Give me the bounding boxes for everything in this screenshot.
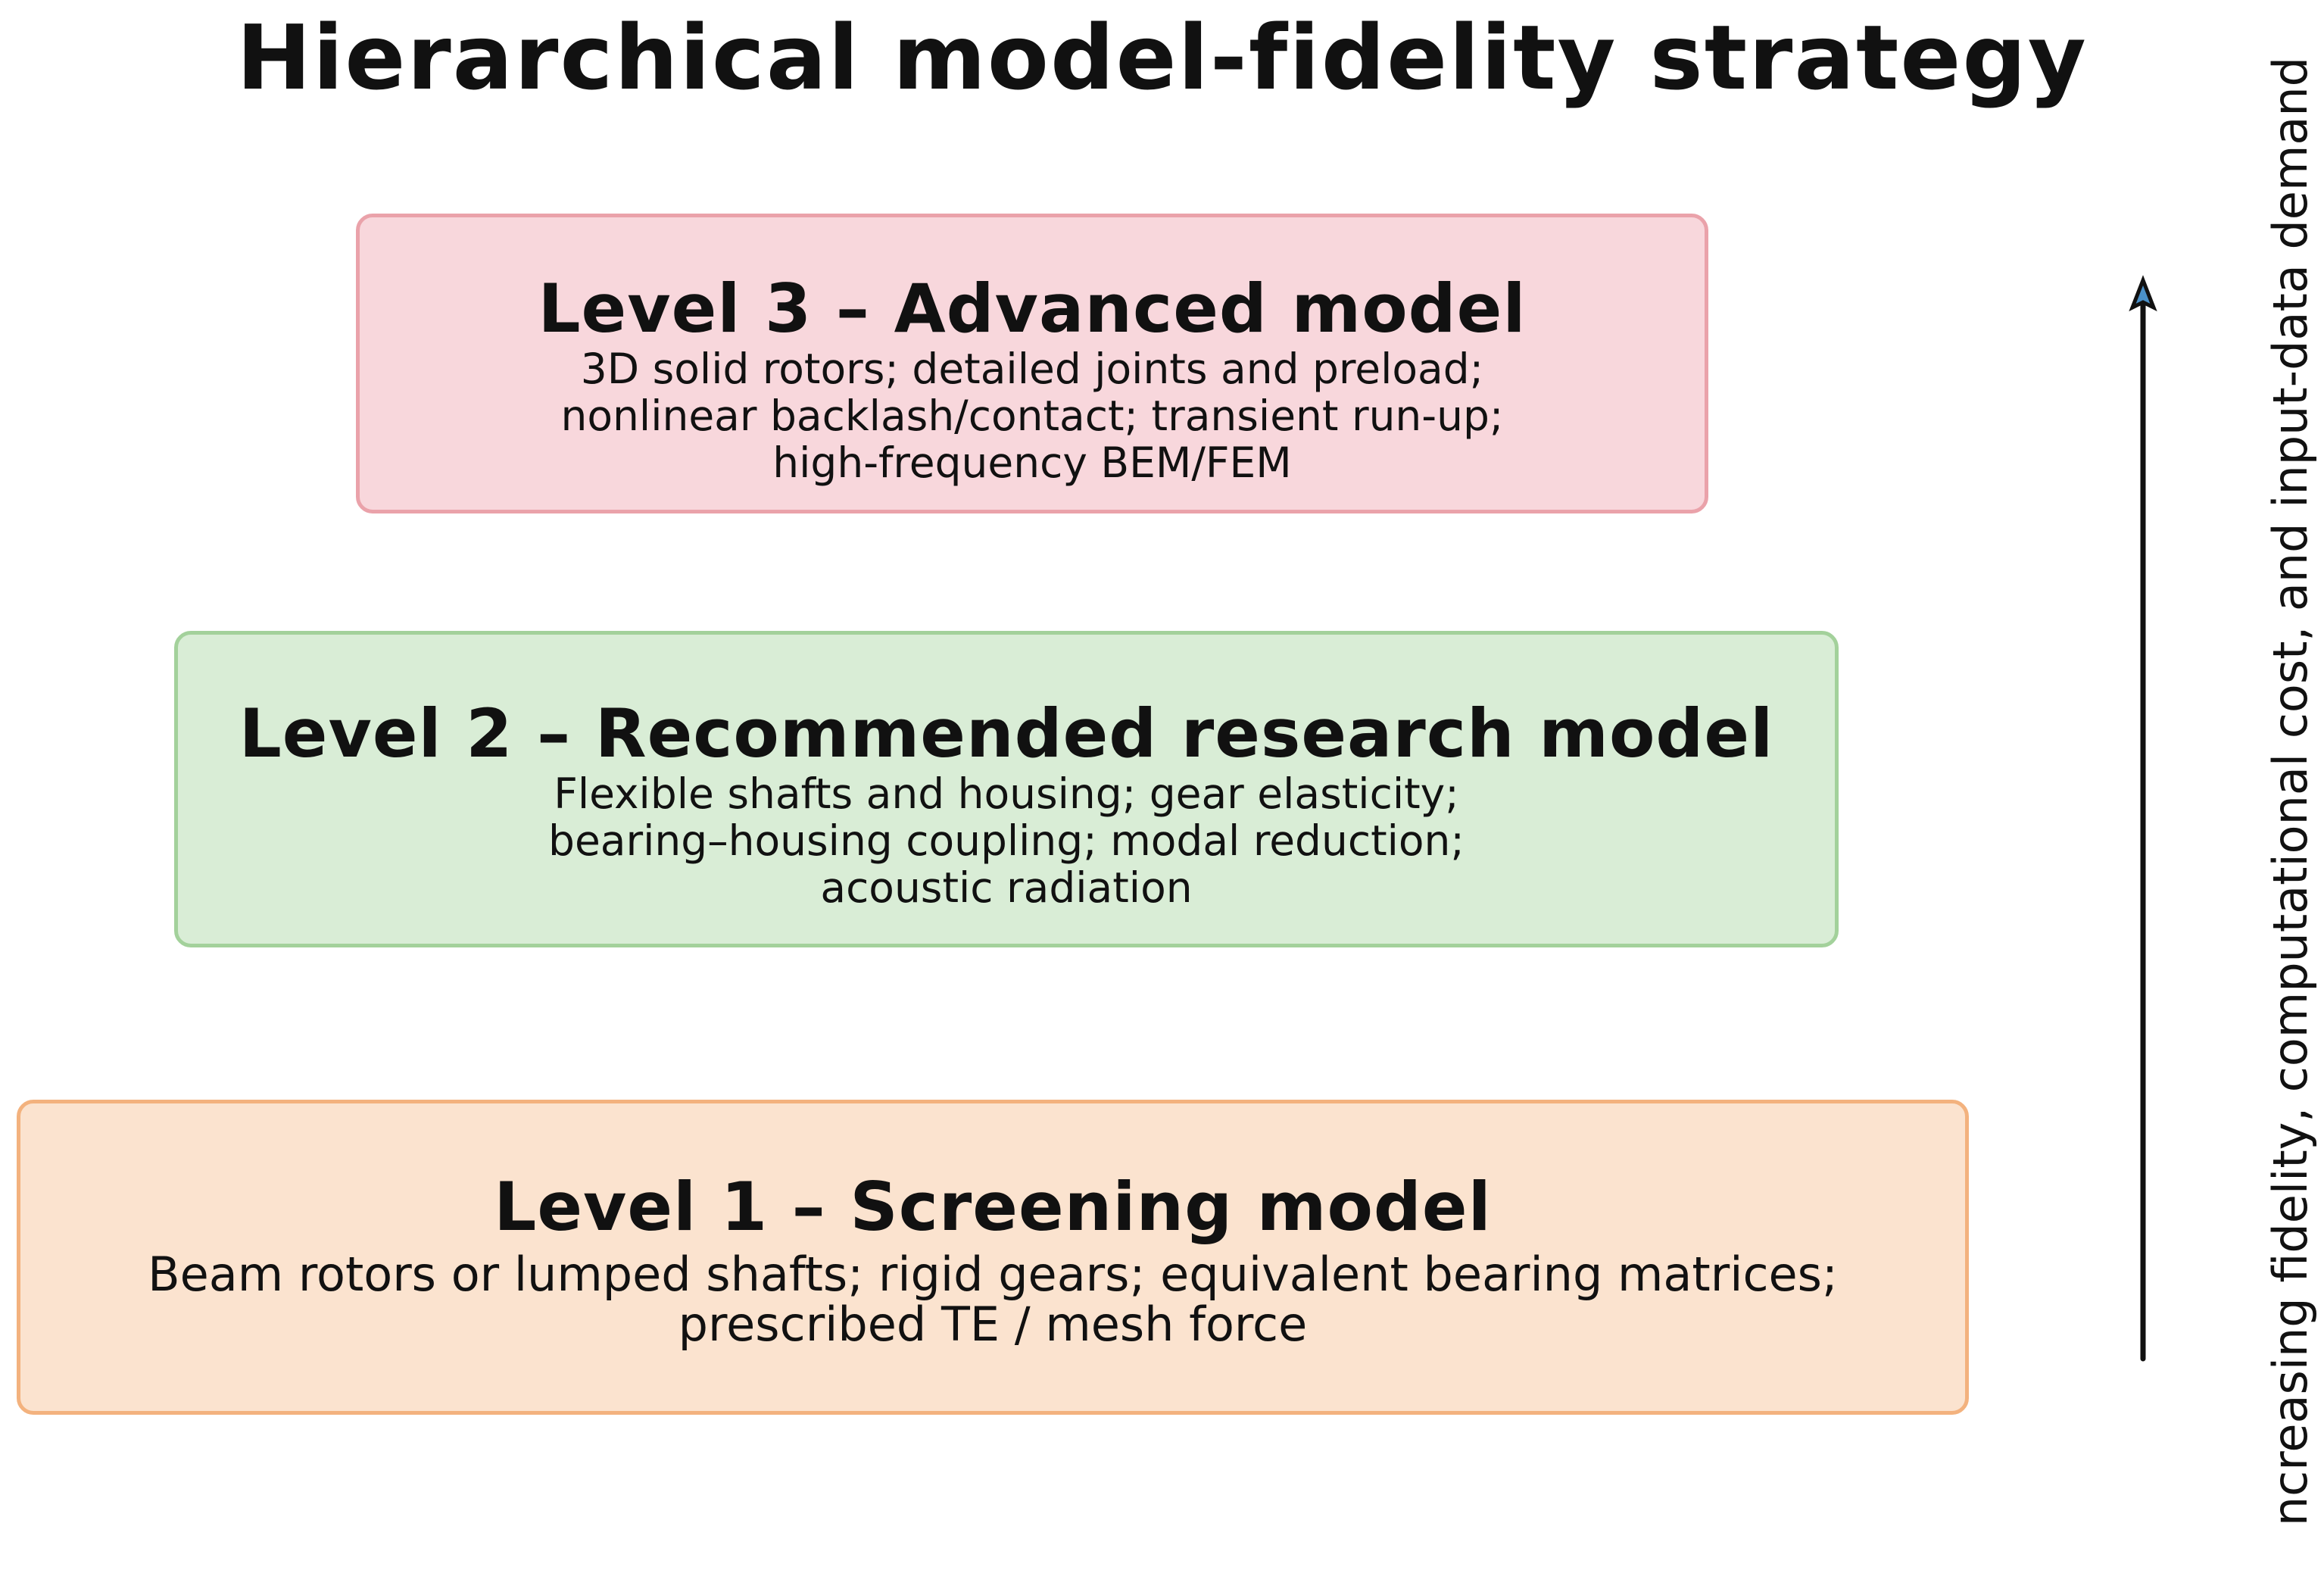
level-1-heading: Level 1 – Screening model	[494, 1168, 1492, 1246]
level-3-line: 3D solid rotors; detailed joints and pre…	[580, 345, 1484, 393]
diagram-title: Hierarchical model-fidelity strategy	[236, 5, 2088, 110]
level-2-line: acoustic radiation	[820, 863, 1193, 912]
level-1-box: Level 1 – Screening model Beam rotors or…	[17, 1100, 1969, 1415]
level-2-description: Flexible shafts and housing; gear elasti…	[548, 770, 1465, 911]
level-3-box: Level 3 – Advanced model 3D solid rotors…	[356, 214, 1708, 513]
level-3-heading: Level 3 – Advanced model	[538, 270, 1527, 348]
level-1-description: Beam rotors or lumped shafts; rigid gear…	[148, 1250, 1838, 1350]
fidelity-axis-arrow	[2129, 275, 2157, 1362]
level-2-line: Flexible shafts and housing; gear elasti…	[554, 769, 1459, 818]
level-3-line: high-frequency BEM/FEM	[772, 439, 1292, 487]
axis-label-container: ncreasing fidelity, computational cost, …	[2260, 57, 2321, 1570]
level-3-description: 3D solid rotors; detailed joints and pre…	[561, 345, 1504, 486]
level-2-line: bearing–housing coupling; modal reductio…	[548, 816, 1465, 865]
level-2-heading: Level 2 – Recommended research model	[239, 694, 1774, 773]
level-1-line: prescribed TE / mesh force	[678, 1297, 1308, 1352]
level-3-line: nonlinear backlash/contact; transient ru…	[560, 392, 1504, 440]
level-1-line: Beam rotors or lumped shafts; rigid gear…	[148, 1247, 1838, 1302]
level-2-box: Level 2 – Recommended research model Fle…	[174, 631, 1839, 947]
axis-label: ncreasing fidelity, computational cost, …	[2263, 57, 2318, 1527]
arrowhead-icon	[2129, 275, 2157, 312]
